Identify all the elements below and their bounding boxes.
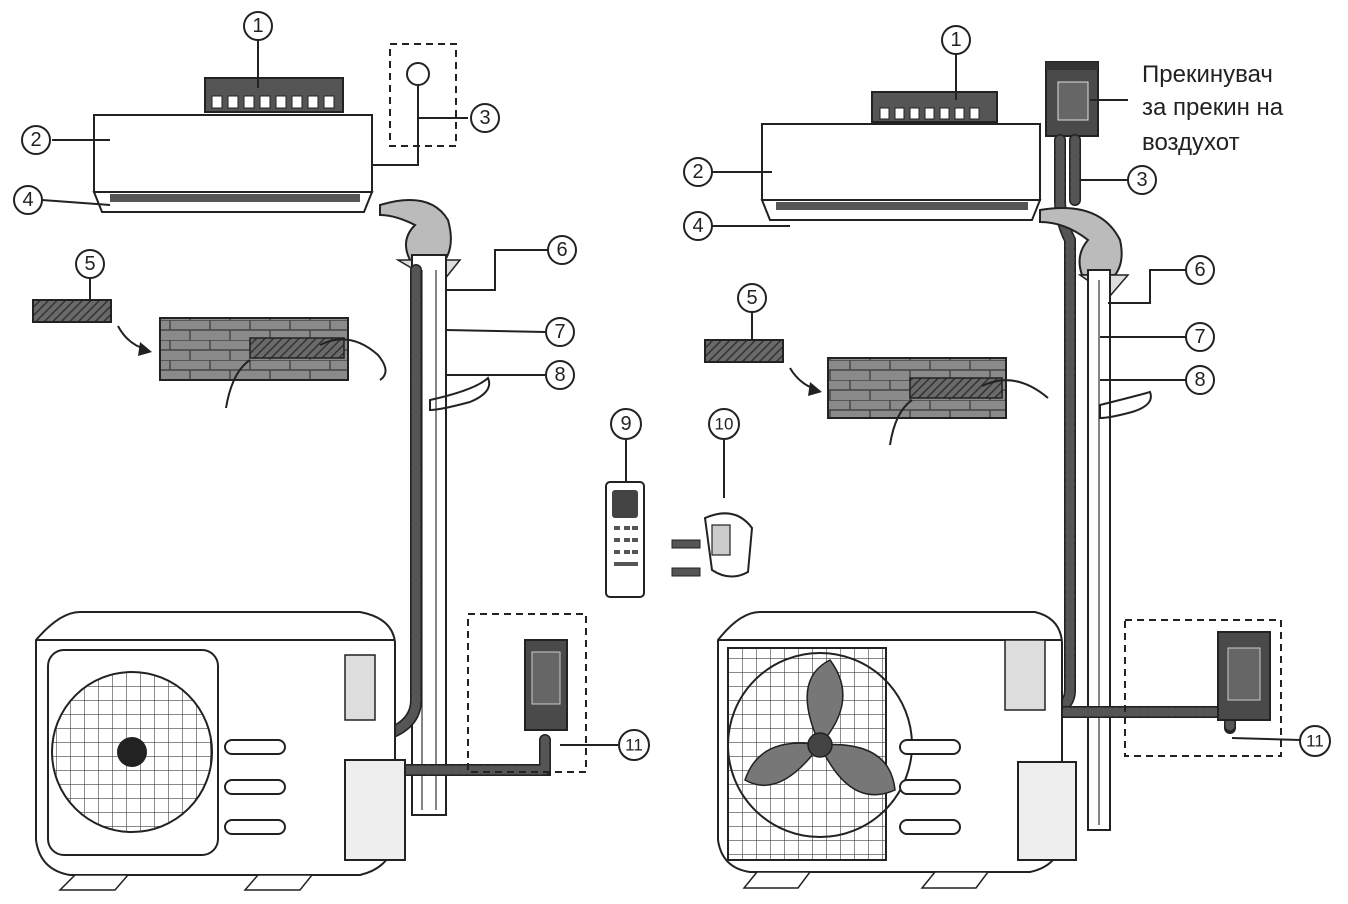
label-line-2: за прекин на	[1142, 94, 1284, 121]
right-disconnect-switch	[1125, 620, 1281, 756]
right-callout-1: 1	[942, 26, 970, 54]
right-indoor-unit	[762, 124, 1040, 220]
svg-text:7: 7	[1194, 326, 1205, 348]
right-mounting-plate	[872, 92, 997, 122]
right-callout-7: 7	[1186, 323, 1214, 351]
svg-text:1: 1	[252, 15, 263, 37]
right-callout-4: 4	[684, 212, 712, 240]
svg-text:2: 2	[692, 161, 703, 183]
left-callout-6: 6	[548, 236, 576, 264]
svg-text:1: 1	[950, 29, 961, 51]
left-callout-4: 4	[14, 186, 42, 214]
left-power-cable	[372, 44, 456, 165]
right-callout-5: 5	[738, 284, 766, 312]
svg-text:2: 2	[30, 129, 41, 151]
label-line-3: воздухот	[1142, 129, 1240, 156]
right-wall-hole-sleeve	[705, 340, 1048, 445]
right-drain-wrap	[1040, 208, 1128, 296]
right-callout-2: 2	[684, 158, 712, 186]
air-break-switch-label: Прекинувач за прекин на воздухот	[1142, 61, 1284, 156]
left-callout-3: 3	[471, 104, 499, 132]
svg-text:4: 4	[692, 215, 703, 237]
right-callout-8: 8	[1186, 366, 1214, 394]
svg-text:5: 5	[84, 253, 95, 275]
left-callout-7: 7	[546, 318, 574, 346]
left-callout-9: 9	[611, 409, 641, 439]
right-outdoor-unit	[718, 612, 1076, 888]
svg-text:8: 8	[554, 364, 565, 386]
svg-text:4: 4	[22, 189, 33, 211]
left-callout-2: 2	[22, 126, 50, 154]
label-line-1: Прекинувач	[1142, 61, 1273, 88]
left-callout-5: 5	[76, 250, 104, 278]
svg-text:6: 6	[556, 239, 567, 261]
left-callout-1: 1	[244, 12, 272, 40]
left-indoor-unit	[94, 115, 372, 212]
left-system: 1 2 3 4 5 6 7 8 9 10 11	[14, 12, 752, 890]
left-mounting-plate	[205, 78, 343, 112]
svg-text:11: 11	[1306, 732, 1324, 751]
svg-text:8: 8	[1194, 369, 1205, 391]
svg-text:3: 3	[1136, 169, 1147, 191]
svg-text:7: 7	[554, 321, 565, 343]
remote-control	[606, 482, 644, 597]
left-wall-hole-sleeve	[33, 300, 386, 408]
left-piping	[412, 255, 489, 815]
svg-text:11: 11	[625, 736, 643, 755]
left-disconnect-switch	[468, 614, 586, 772]
left-callout-11: 11	[619, 730, 649, 760]
svg-text:5: 5	[746, 287, 757, 309]
right-piping	[1088, 270, 1151, 830]
right-callout-3: 3	[1128, 166, 1156, 194]
remote-holder	[672, 513, 752, 576]
left-callout-8: 8	[546, 361, 574, 389]
svg-text:9: 9	[620, 413, 631, 435]
right-system: 1 2 3 4 5 6 7 8 11 Прекинувач за прекин …	[684, 26, 1330, 888]
right-callout-11: 11	[1300, 726, 1330, 756]
svg-text:3: 3	[479, 107, 490, 129]
svg-text:6: 6	[1194, 259, 1205, 281]
left-outdoor-unit	[36, 612, 405, 890]
svg-text:10: 10	[715, 415, 734, 434]
left-power-plug-dashed-box	[390, 44, 456, 146]
left-callout-10: 10	[709, 409, 739, 439]
right-callout-6: 6	[1186, 256, 1214, 284]
